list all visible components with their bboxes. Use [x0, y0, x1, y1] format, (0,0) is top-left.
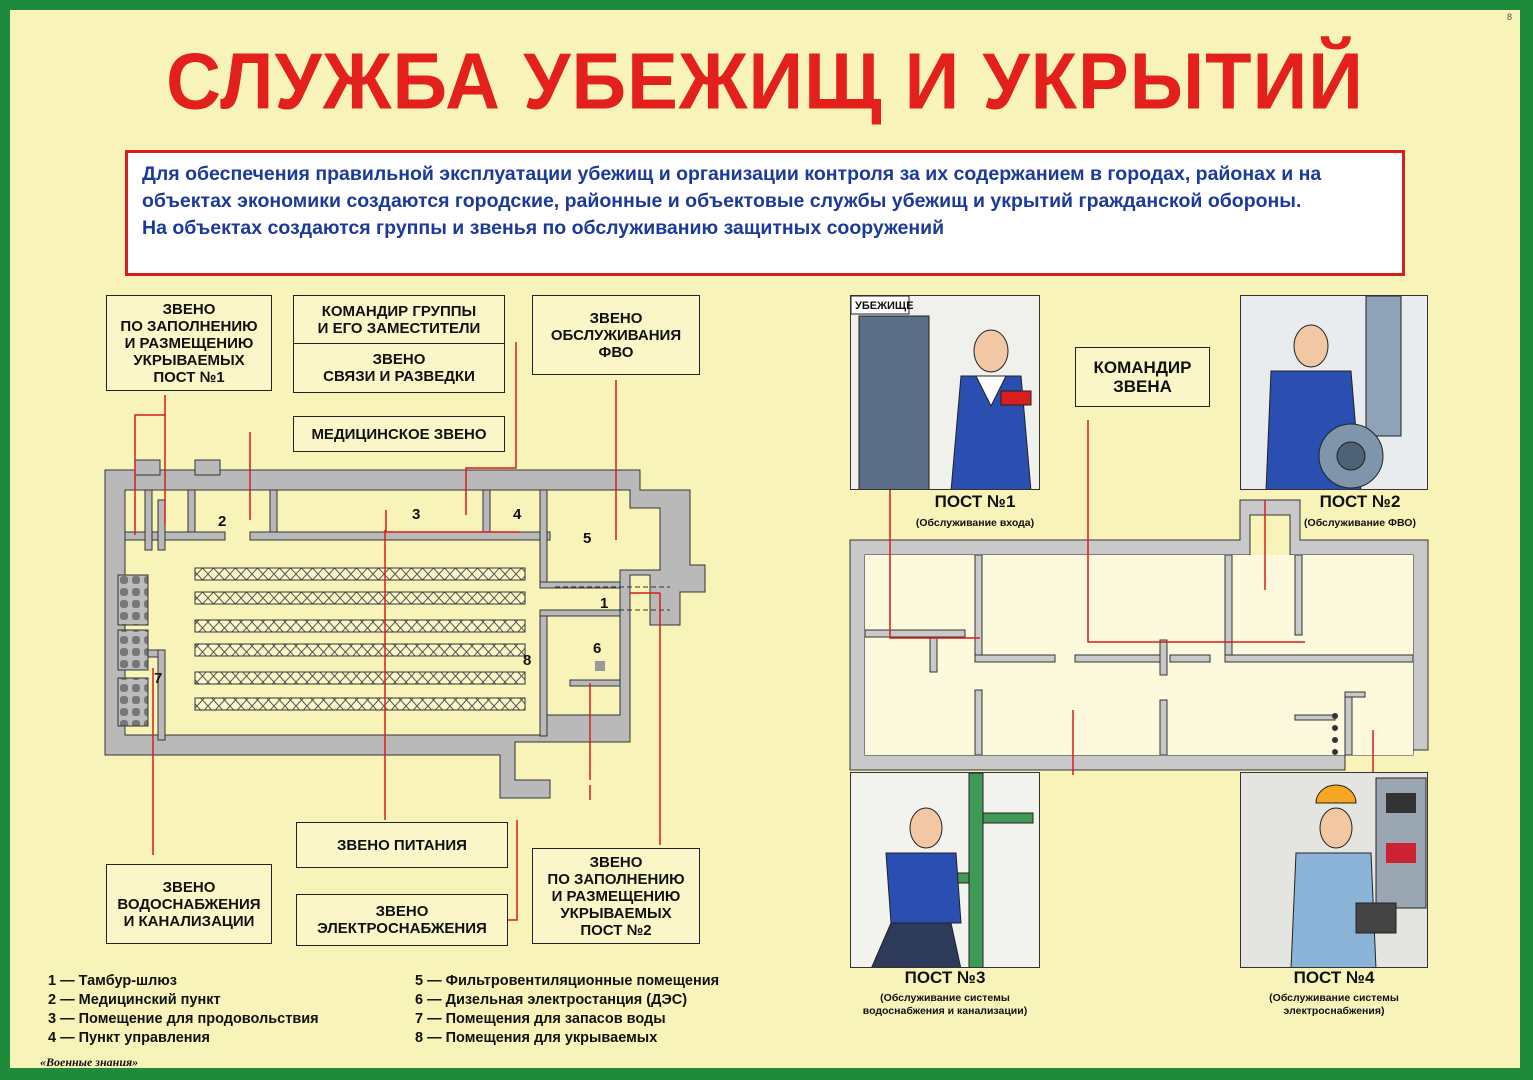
post3-illustration — [850, 772, 1040, 968]
room-number: 5 — [583, 530, 591, 547]
post4-sub: (Обслуживание системы электроснабжения) — [1269, 992, 1399, 1017]
box-comm-recon: ЗВЕНО СВЯЗИ И РАЗВЕДКИ — [293, 343, 505, 393]
legend-col1: 1 — Тамбур-шлюз 2 — Медицинский пункт 3 … — [48, 972, 319, 1048]
box-filling-post1: ЗВЕНО ПО ЗАПОЛНЕНИЮ И РАЗМЕЩЕНИЮ УКРЫВАЕ… — [106, 295, 272, 391]
box-commander-zveno: КОМАНДИР ЗВЕНА — [1075, 347, 1210, 407]
legend-item: 2 — Медицинский пункт — [48, 992, 221, 1008]
room-number: 8 — [523, 652, 531, 669]
legend-item: 8 — Помещения для укрываемых — [415, 1030, 658, 1046]
room-number: 6 — [593, 640, 601, 657]
water-tanks — [117, 574, 149, 727]
legend-item: 1 — Тамбур-шлюз — [48, 973, 177, 989]
box-food: ЗВЕНО ПИТАНИЯ — [296, 822, 508, 868]
room-number: 2 — [218, 513, 226, 530]
des-equipment — [595, 661, 605, 671]
legend-item: 4 — Пункт управления — [48, 1030, 210, 1046]
page-number: 8 — [1506, 12, 1512, 22]
post1-illustration: УБЕЖИЩЕ — [850, 295, 1040, 490]
post2-illustration — [1240, 295, 1428, 490]
right-connector-lines — [889, 420, 1374, 780]
right-floor-plan — [849, 499, 1429, 771]
bunk-rows — [194, 567, 526, 711]
room-number: 4 — [513, 506, 522, 523]
poster-title: СЛУЖБА УБЕЖИЩ И УКРЫТИЙ — [166, 36, 1364, 127]
intro-box: Для обеспечения правильной эксплуатации … — [125, 150, 1405, 276]
post4-illustration — [1240, 772, 1428, 968]
intro-text-1: Для обеспечения правильной эксплуатации … — [142, 163, 1322, 212]
box-fvo: ЗВЕНО ОБСЛУЖИВАНИЯ ФВО — [532, 295, 700, 375]
left-floor-plan — [104, 459, 706, 799]
post3-label: ПОСТ №3 — [904, 968, 986, 987]
post1-label: ПОСТ №1 — [934, 492, 1016, 511]
post3-sub: (Обслуживание системы водоснабжения и ка… — [862, 992, 1028, 1017]
room-number: 1 — [600, 595, 608, 612]
box-filling-post2: ЗВЕНО ПО ЗАПОЛНЕНИЮ И РАЗМЕЩЕНИЮ УКРЫВАЕ… — [532, 848, 700, 944]
room-number: 3 — [412, 506, 420, 523]
airlock-outline — [555, 586, 670, 611]
box-water: ЗВЕНО ВОДОСНАБЖЕНИЯ И КАНАЛИЗАЦИИ — [106, 864, 272, 944]
legend-item: 6 — Дизельная электростанция (ДЭС) — [415, 992, 688, 1008]
box-commander-group: КОМАНДИР ГРУППЫ И ЕГО ЗАМЕСТИТЕЛИ — [293, 295, 505, 343]
legend-col2: 5 — Фильтровентиляционные помещения 6 — … — [415, 972, 719, 1048]
room-number: 7 — [154, 670, 162, 687]
legend-item: 7 — Помещения для запасов воды — [415, 1011, 666, 1027]
floor-plans-drawing: 1 2 3 4 5 6 7 8 — [104, 342, 1429, 921]
post2-sub: (Обслуживание ФВО) — [1304, 517, 1416, 529]
post4-label: ПОСТ №4 — [1293, 968, 1375, 987]
box-power: ЗВЕНО ЭЛЕКТРОСНАБЖЕНИЯ — [296, 894, 508, 946]
post2-label: ПОСТ №2 — [1319, 492, 1401, 511]
box-medical: МЕДИЦИНСКОЕ ЗВЕНО — [293, 416, 505, 452]
post1-sub: (Обслуживание входа) — [915, 517, 1035, 529]
legend-item: 3 — Помещение для продовольствия — [48, 1011, 319, 1027]
poster: 8 СЛУЖБА УБЕЖИЩ И УКРЫТИЙ Для обеспечени… — [10, 10, 1520, 1068]
publisher-footer: «Военные знания» — [40, 1055, 139, 1068]
door-sign: УБЕЖИЩЕ — [855, 300, 913, 312]
intro-text-2: На объектах создаются группы и звенья по… — [142, 217, 945, 239]
legend-item: 5 — Фильтровентиляционные помещения — [415, 973, 720, 989]
left-connector-lines — [134, 342, 661, 921]
